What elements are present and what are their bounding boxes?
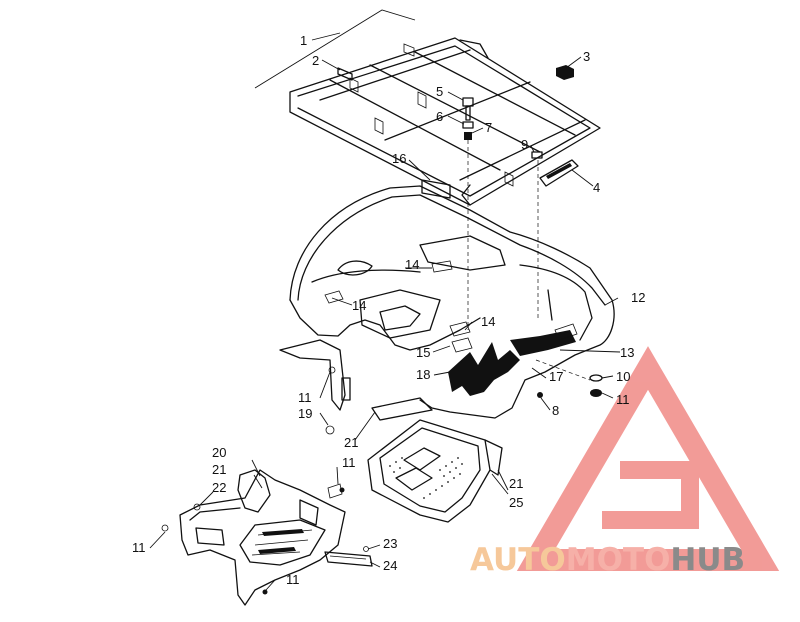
callout-17: 17 [549, 369, 563, 384]
callout-23: 23 [383, 536, 397, 551]
rear-fender [279, 185, 615, 421]
callout-11-b: 11 [298, 390, 312, 405]
clamp-part [337, 67, 353, 81]
callout-11-e: 11 [286, 572, 300, 587]
svg-text:AUTOMOTOHUB: AUTOMOTOHUB [470, 542, 745, 578]
callout-22: 22 [212, 480, 226, 495]
callout-6: 6 [436, 109, 443, 124]
callout-13: 13 [620, 345, 634, 360]
callout-20: 20 [212, 445, 226, 460]
callout-12: 12 [631, 290, 645, 305]
bolt-stack [462, 97, 543, 159]
callout-21-c: 21 [509, 476, 523, 491]
callout-11-c: 11 [342, 455, 356, 470]
callout-5: 5 [436, 84, 443, 99]
watermark-part-hub: HUB [670, 542, 745, 578]
callout-14-a: 14 [405, 257, 419, 272]
callout-14-c: 14 [481, 314, 495, 329]
watermark-part-auto: AUTO [470, 542, 566, 578]
callout-11-a: 11 [616, 392, 630, 407]
callout-4: 4 [593, 180, 600, 195]
watermark-logo [516, 346, 780, 571]
rack-plate [539, 159, 579, 187]
callout-11-d: 11 [132, 540, 146, 555]
callout-15: 15 [416, 345, 430, 360]
leader-lines [149, 9, 621, 591]
rear-rack [289, 37, 601, 206]
callout-21-b: 21 [212, 462, 226, 477]
callout-14-b: 14 [352, 298, 366, 313]
callout-21-a: 21 [344, 435, 358, 450]
callout-1: 1 [300, 33, 307, 48]
callout-25: 25 [509, 495, 523, 510]
callouts: 1 2 3 4 5 6 7 8 9 10 11 11 11 11 11 12 1… [132, 33, 645, 587]
callout-3: 3 [583, 49, 590, 64]
callout-10: 10 [616, 369, 630, 384]
callout-7: 7 [485, 120, 492, 135]
callout-18: 18 [416, 367, 430, 382]
watermark-text: AUTOMOTOHUB [470, 542, 745, 578]
watermark-part-moto: MOTO [566, 542, 671, 578]
cap-part [556, 65, 574, 80]
footwell [161, 469, 346, 606]
callout-2: 2 [312, 53, 319, 68]
decal-part [421, 179, 451, 199]
callout-24: 24 [383, 558, 397, 573]
callout-8: 8 [552, 403, 559, 418]
callout-19: 19 [298, 406, 312, 421]
fender-hardware [325, 366, 603, 435]
footrest-rail [324, 546, 373, 567]
storage-box [367, 419, 503, 523]
callout-9: 9 [521, 137, 528, 152]
callout-16: 16 [392, 151, 406, 166]
